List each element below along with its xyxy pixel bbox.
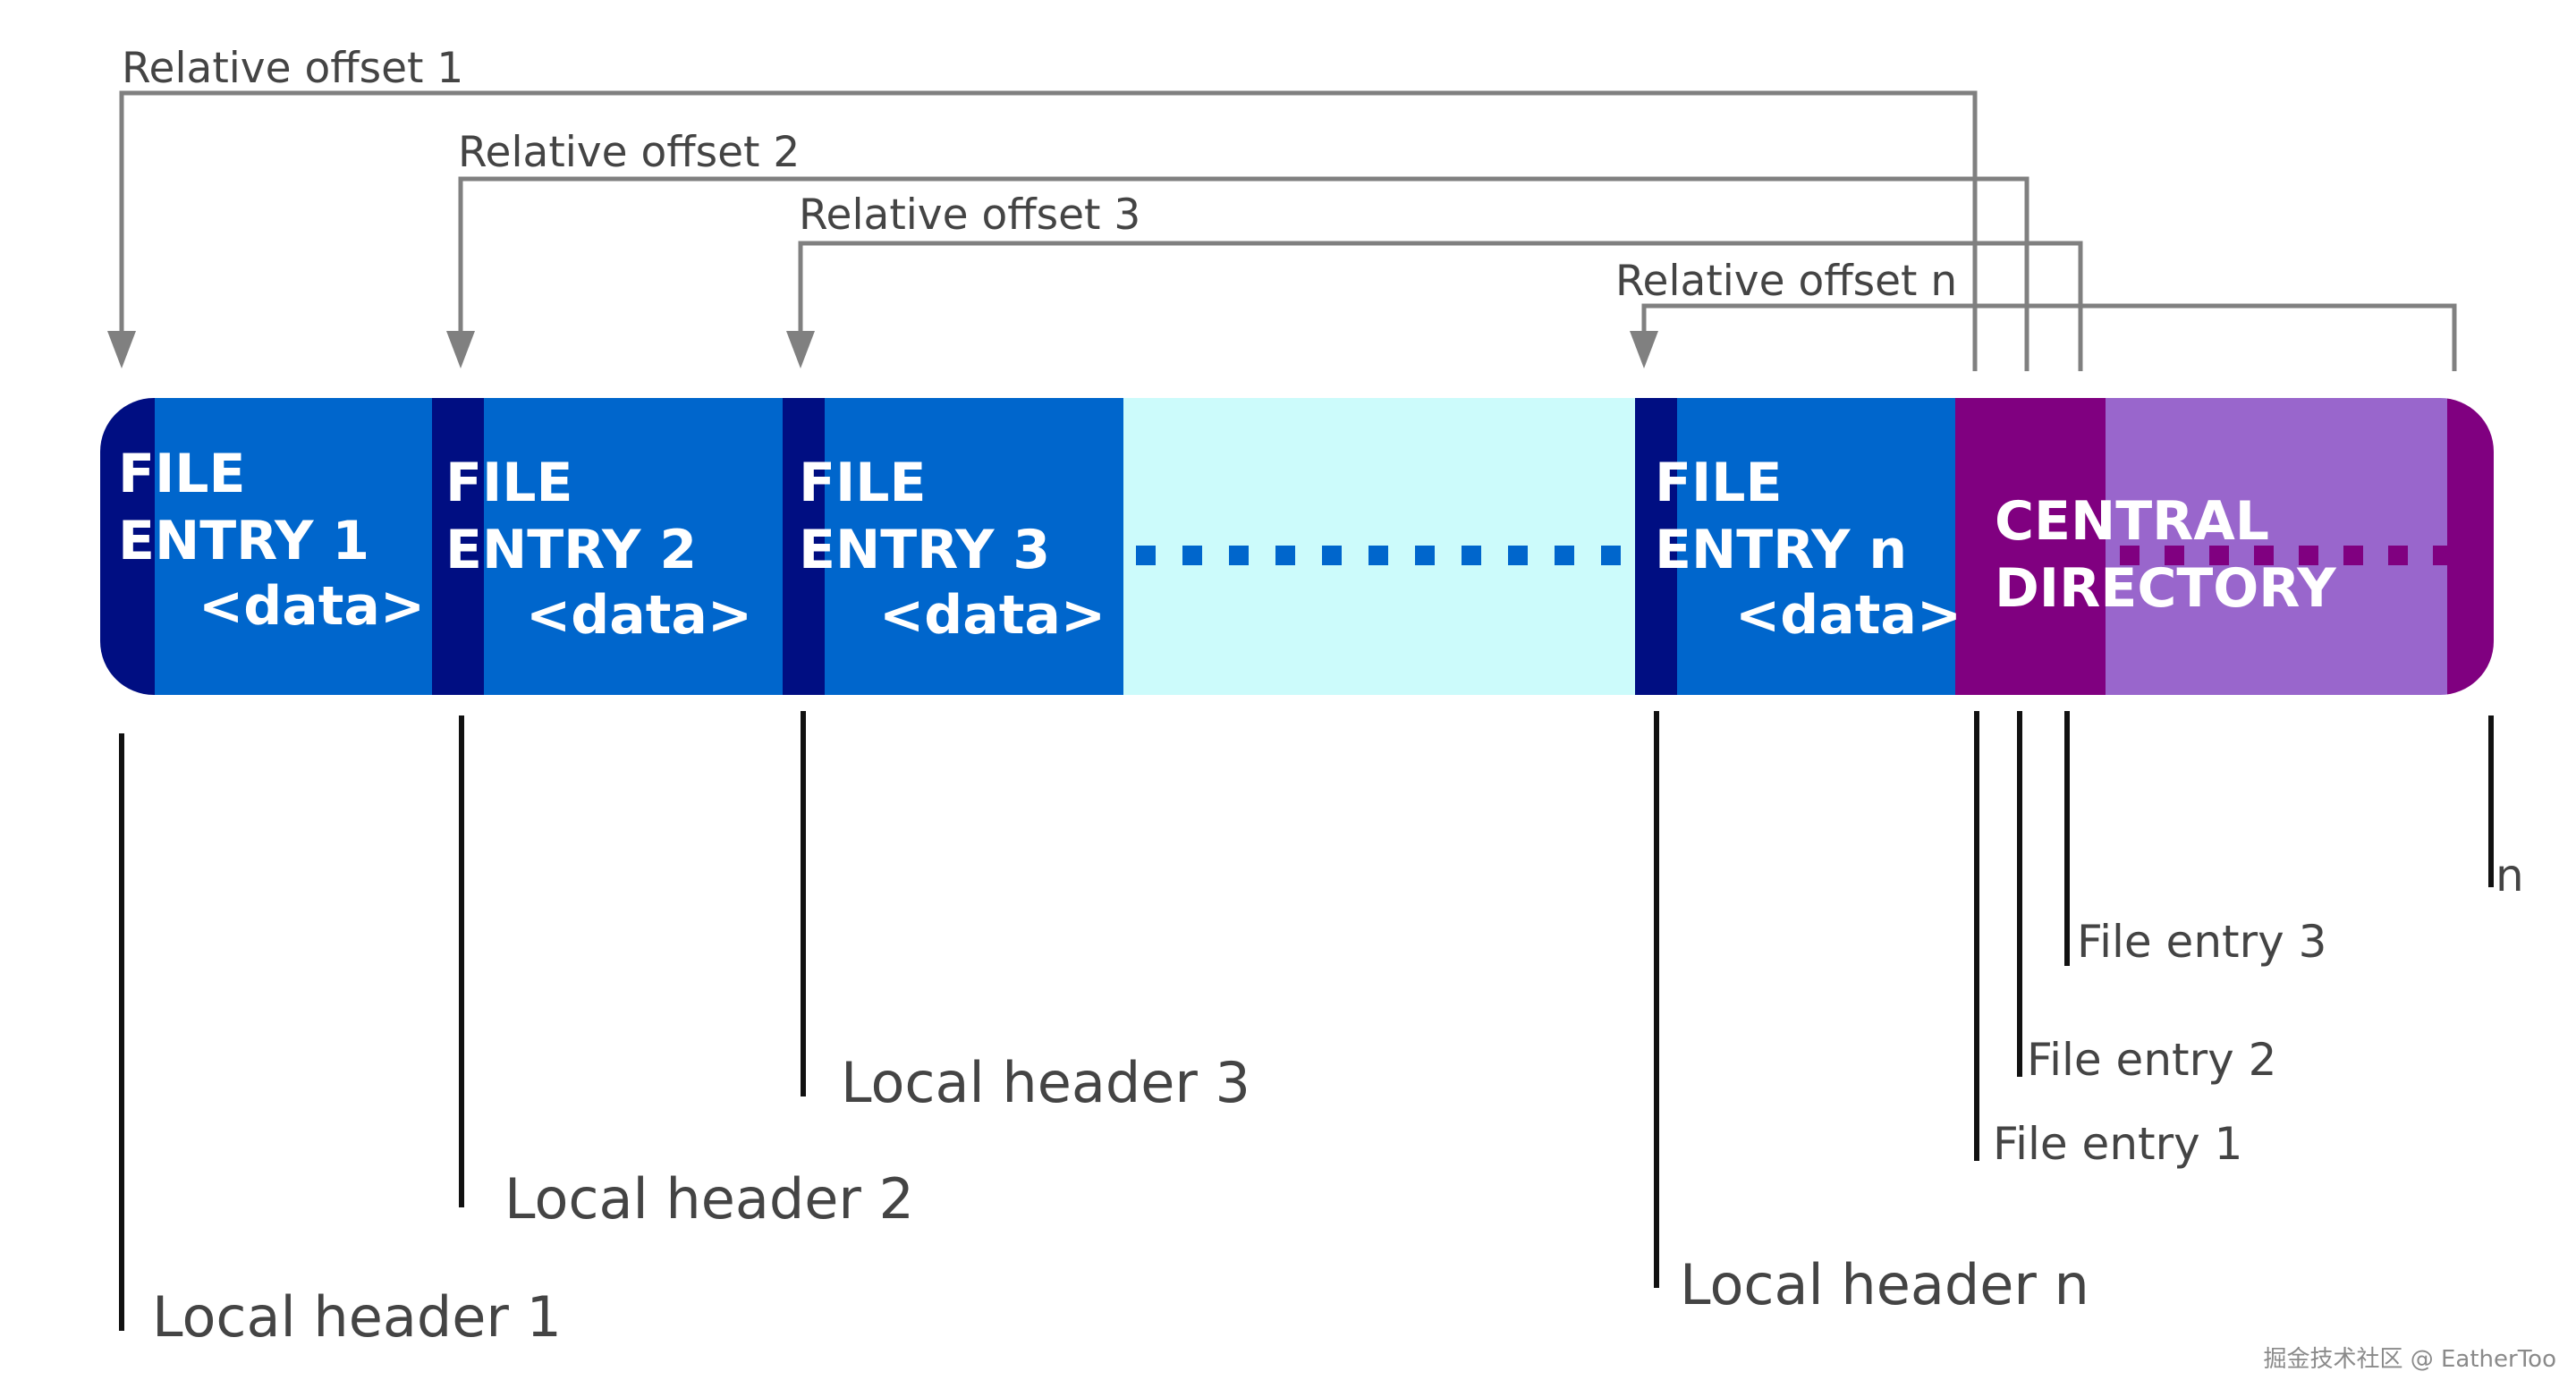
file-data-2-block: [484, 398, 783, 695]
cd-file-entry-n-label: n: [2496, 850, 2524, 902]
local-header-n-label: Local header n: [1680, 1252, 2089, 1317]
relative-offset-n-label: Relative offset n: [1615, 257, 1957, 306]
svg-text:ENTRY 2: ENTRY 2: [445, 519, 697, 581]
local-header-1-block: [100, 398, 155, 695]
cd-file-entry-2-label: File entry 2: [2027, 1034, 2276, 1086]
file-entry-1-label: FILE ENTRY 1 <data>: [118, 443, 425, 638]
svg-text:FILE: FILE: [445, 452, 573, 514]
svg-text:FILE: FILE: [118, 443, 246, 505]
svg-text:FILE: FILE: [1655, 452, 1783, 514]
file-entry-3-label: FILE ENTRY 3 <data>: [799, 452, 1106, 647]
central-directory-block-dark: [1955, 398, 2106, 695]
svg-text:<data>: <data>: [1735, 584, 1962, 647]
offset-3-arrowhead: [786, 331, 815, 368]
offset-2-arrowhead: [446, 331, 475, 368]
local-header-2-label: Local header 2: [504, 1166, 914, 1232]
file-data-n-block: [1677, 398, 1955, 695]
local-header-3-block: [783, 398, 825, 695]
local-header-3-label: Local header 3: [841, 1050, 1250, 1115]
svg-text:FILE: FILE: [799, 452, 927, 514]
file-data-1-block: [155, 398, 432, 695]
relative-offset-1-connector: [107, 90, 1978, 371]
watermark: 掘金技术社区 @ EatherToo: [2263, 1346, 2556, 1373]
relative-offset-2-label: Relative offset 2: [458, 128, 800, 177]
gap-dots: [1136, 546, 1621, 565]
central-directory-end-block: [2447, 398, 2494, 695]
local-header-n-block: [1635, 398, 1677, 695]
svg-text:ENTRY 1: ENTRY 1: [118, 510, 369, 572]
cd-file-entry-1-label: File entry 1: [1993, 1118, 2242, 1170]
central-directory-label: CENTRAL DIRECTORY: [1995, 490, 2337, 620]
relative-offset-1-label: Relative offset 1: [122, 44, 463, 93]
offset-1-arrowhead: [107, 331, 136, 368]
relative-offset-3-label: Relative offset 3: [799, 190, 1140, 240]
relative-offset-n-connector: [1630, 303, 2457, 371]
svg-text:<data>: <data>: [526, 584, 752, 647]
local-header-1-label: Local header 1: [152, 1284, 562, 1350]
offset-n-arrowhead: [1630, 331, 1658, 368]
svg-text:<data>: <data>: [199, 575, 425, 638]
central-directory-dots: [2120, 546, 2453, 565]
file-entry-2-label: FILE ENTRY 2 <data>: [445, 452, 752, 647]
local-header-2-block: [432, 398, 484, 695]
cd-file-entry-3-label: File entry 3: [2077, 916, 2326, 968]
file-entry-n-label: FILE ENTRY n <data>: [1655, 452, 1962, 647]
file-data-3-block: [825, 398, 1123, 695]
svg-text:<data>: <data>: [879, 584, 1106, 647]
svg-text:ENTRY 3: ENTRY 3: [799, 519, 1050, 581]
relative-offset-2-connector: [446, 176, 2029, 371]
svg-text:DIRECTORY: DIRECTORY: [1995, 557, 2337, 620]
svg-text:CENTRAL: CENTRAL: [1995, 490, 2269, 553]
svg-text:ENTRY n: ENTRY n: [1655, 519, 1907, 581]
archive-bar: [100, 398, 2494, 695]
